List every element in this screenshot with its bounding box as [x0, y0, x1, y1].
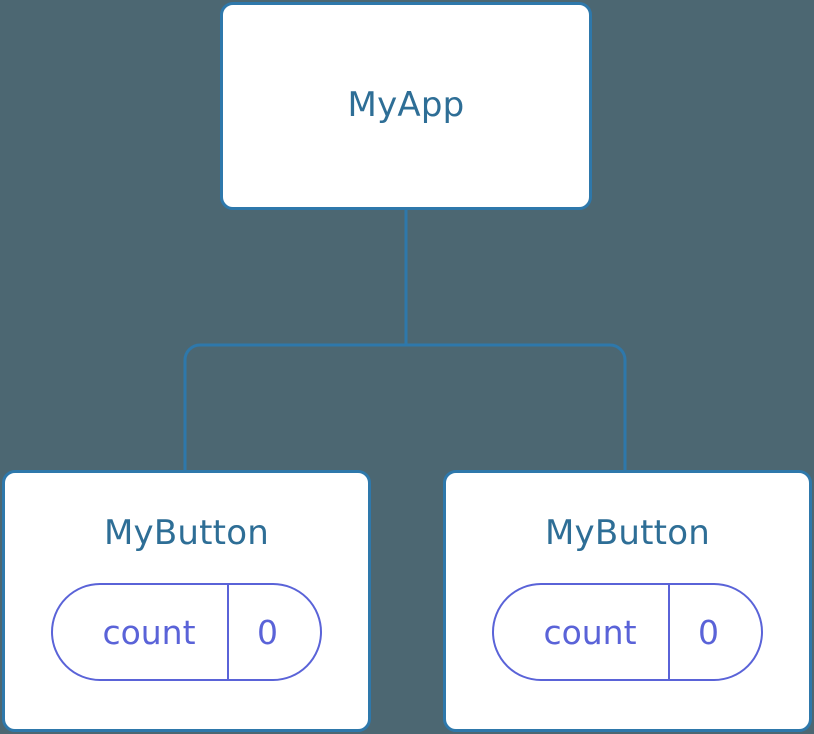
component-node-mybutton-right[interactable]: MyButton count 0 [443, 470, 812, 732]
state-value-label: 0 [257, 612, 278, 652]
component-name-label: MyButton [545, 513, 710, 553]
component-node-mybutton-left[interactable]: MyButton count 0 [2, 470, 371, 732]
state-key-cell: count [494, 585, 670, 680]
component-name-label: MyButton [104, 513, 269, 553]
component-name-label: MyApp [347, 85, 465, 126]
state-pill[interactable]: count 0 [492, 583, 763, 682]
state-pill[interactable]: count 0 [51, 583, 322, 682]
component-node-myapp[interactable]: MyApp [220, 2, 592, 210]
state-value-label: 0 [698, 612, 719, 652]
state-value-cell[interactable]: 0 [670, 585, 761, 679]
edge-root-to-child-left [183, 343, 406, 472]
state-value-cell[interactable]: 0 [229, 585, 320, 679]
state-key-cell: count [53, 585, 229, 680]
state-key-label: count [102, 612, 196, 652]
edge-root-to-child-right [406, 343, 627, 472]
state-key-label: count [543, 612, 637, 652]
